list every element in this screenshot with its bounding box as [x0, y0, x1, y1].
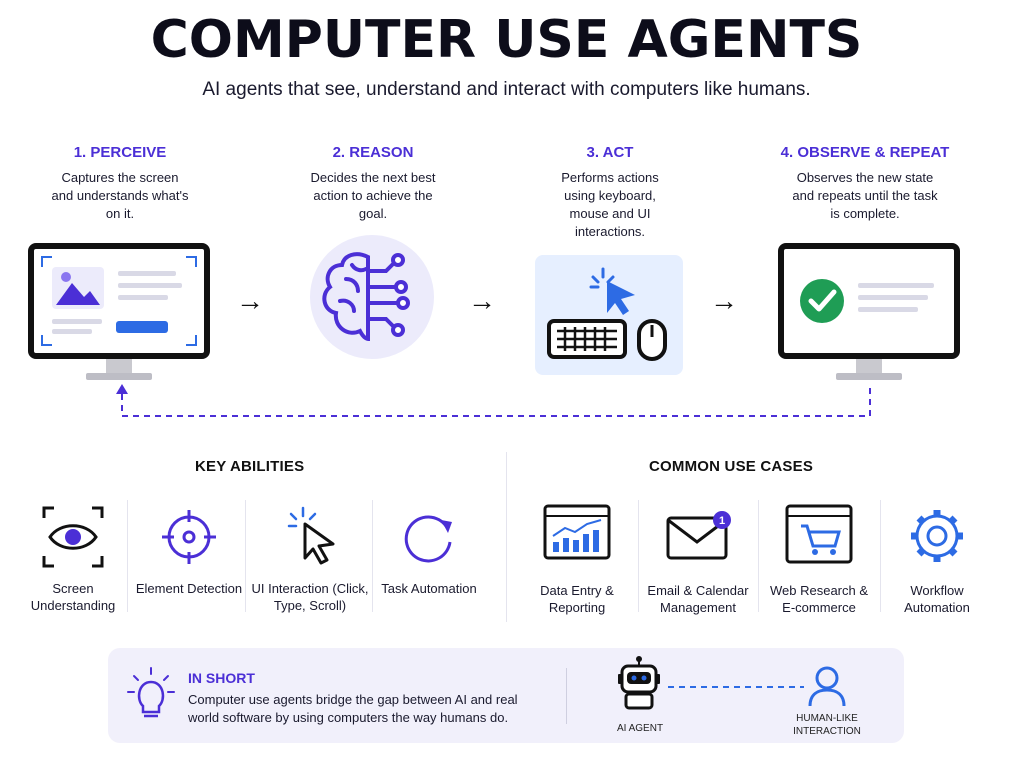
- item-divider: [880, 500, 881, 612]
- chart-window-icon: [543, 504, 611, 560]
- usecase-label: Data Entry & Reporting: [540, 583, 614, 615]
- gear-icon: [911, 510, 963, 562]
- step-description: Captures the screen and understands what…: [51, 170, 189, 221]
- arrow-right-icon: →: [236, 285, 264, 316]
- lightbulb-icon: [127, 667, 175, 718]
- crosshair-icon: [162, 510, 216, 564]
- brain-circuit-icon: [310, 235, 434, 359]
- item-divider: [127, 500, 128, 612]
- usecase-workflow: Workflow Automation: [882, 500, 992, 615]
- step-description: Performs actions using keyboard, mouse a…: [561, 170, 659, 239]
- svg-text:1: 1: [719, 515, 725, 527]
- arrow-right-icon: →: [710, 285, 738, 316]
- cursor-click-icon: [287, 506, 335, 565]
- keyboard-mouse-click-icon: [535, 255, 683, 375]
- human-label: HUMAN-LIKE INTERACTION: [793, 713, 861, 737]
- step-title: 3. ACT: [586, 144, 634, 161]
- ability-label: Screen Understanding: [30, 581, 116, 613]
- notification-badge: [713, 511, 731, 529]
- loop-back-connector: [116, 384, 871, 417]
- item-divider: [372, 500, 373, 612]
- step-description: Decides the next best action to achieve …: [310, 170, 436, 221]
- dashed-link: [668, 686, 804, 688]
- usecase-label: Web Research & E-commerce: [769, 583, 869, 615]
- page-subtitle: AI agents that see, understand and inter…: [202, 79, 811, 100]
- person-icon: [808, 666, 846, 707]
- page-title: COMPUTER USE AGENTS: [150, 10, 863, 70]
- item-divider: [758, 500, 759, 612]
- usecase-label: Email & Calendar Management: [647, 583, 749, 615]
- ability-screen-understanding: Screen Understanding: [18, 500, 128, 613]
- eye-scan-icon: [42, 506, 104, 568]
- mail-icon: 1: [666, 511, 731, 560]
- section-divider: [506, 452, 507, 622]
- step-title: 2. REASON: [332, 144, 414, 161]
- arrow-right-icon: →: [468, 285, 496, 316]
- step-reason: 2. REASON Decides the next best action t…: [268, 144, 478, 223]
- in-short-text: Computer use agents bridge the gap betwe…: [188, 692, 518, 725]
- step-title: 4. OBSERVE & REPEAT: [780, 144, 950, 161]
- step-act: 3. ACT Performs actions using keyboard, …: [505, 144, 715, 241]
- ability-label: Element Detection: [135, 581, 243, 596]
- step-title: 1. PERCEIVE: [73, 144, 167, 161]
- step-observe-repeat: 4. OBSERVE & REPEAT Observes the new sta…: [760, 144, 970, 223]
- step-description: Observes the new state and repeats until…: [792, 170, 938, 221]
- item-divider: [245, 500, 246, 612]
- usecase-label: Workflow Automation: [904, 583, 970, 615]
- ability-ui-interaction: UI Interaction (Click, Type, Scroll): [250, 500, 370, 613]
- cart-window-icon: [785, 504, 853, 564]
- ability-task-automation: Task Automation: [374, 500, 484, 596]
- in-short-panel: [108, 648, 904, 743]
- key-abilities-title: KEY ABILITIES: [195, 458, 305, 475]
- monitor-check-icon: [778, 243, 960, 380]
- panel-divider: [566, 668, 567, 724]
- usecase-data-entry: Data Entry & Reporting: [522, 500, 632, 615]
- robot-icon: [618, 656, 660, 710]
- monitor-image-icon: [28, 243, 210, 380]
- step-perceive: 1. PERCEIVE Captures the screen and unde…: [15, 144, 225, 223]
- agent-label: AI AGENT: [616, 723, 664, 734]
- ability-element-detection: Element Detection: [134, 500, 244, 596]
- ability-label: UI Interaction (Click, Type, Scroll): [251, 581, 369, 613]
- usecase-email-calendar: 1 Email & Calendar Management: [642, 500, 754, 615]
- usecase-web-research: Web Research & E-commerce: [762, 500, 876, 615]
- item-divider: [638, 500, 639, 612]
- use-cases-title: COMMON USE CASES: [649, 458, 814, 475]
- in-short-title: IN SHORT: [188, 670, 255, 686]
- ability-label: Task Automation: [381, 581, 477, 596]
- refresh-icon: [404, 515, 452, 563]
